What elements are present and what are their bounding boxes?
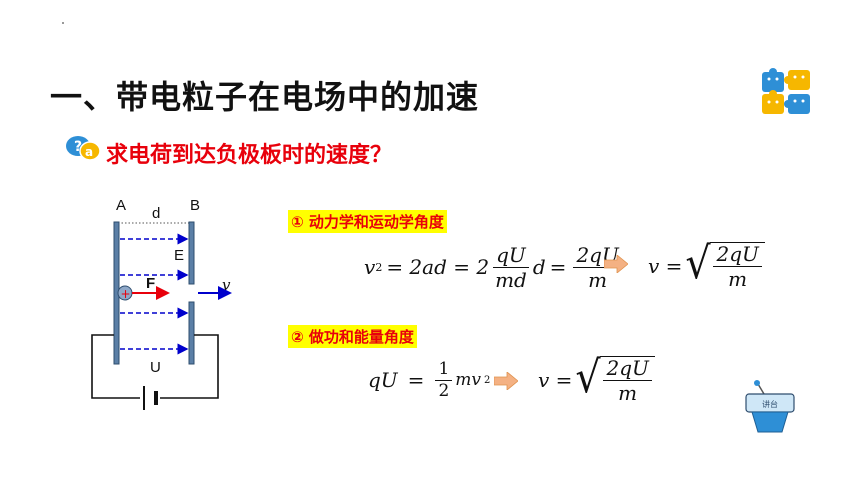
frac-num: 2qU bbox=[603, 357, 652, 381]
fraction-2qU-m: 2qU m bbox=[603, 357, 652, 405]
frac-den: m bbox=[618, 381, 638, 405]
fraction-2qU-m: 2qU m bbox=[713, 243, 762, 291]
method1-heading: ① 动力学和运动学角度 bbox=[288, 210, 447, 233]
capacitor-diagram: A B d E + F v U bbox=[91, 197, 232, 410]
plate-a-label: A bbox=[116, 197, 126, 214]
plate-b-lower bbox=[188, 301, 195, 365]
result-lhs: v = bbox=[538, 368, 573, 392]
frac-num: 1 bbox=[435, 360, 453, 381]
eq-qU: qU bbox=[368, 368, 398, 392]
svg-text:?: ? bbox=[74, 139, 82, 155]
frac-num: qU bbox=[493, 244, 529, 268]
frac-den: m bbox=[588, 267, 608, 292]
right-arrow-icon bbox=[494, 372, 518, 390]
method2-heading: ② 做功和能量角度 bbox=[288, 325, 417, 348]
eq-equals: = bbox=[549, 255, 567, 279]
plate-b-label: B bbox=[190, 197, 200, 214]
charge-sign: + bbox=[121, 287, 131, 301]
plate-b-upper bbox=[188, 221, 195, 285]
eq-mv: mv bbox=[455, 370, 481, 390]
podium-icon: 讲台 bbox=[745, 380, 795, 433]
circuit-wire bbox=[160, 334, 219, 399]
fraction-qU-md: qU md bbox=[492, 244, 530, 291]
eq-d: d bbox=[532, 255, 546, 279]
velocity-label: v bbox=[222, 276, 231, 294]
radical-sign: √ bbox=[575, 352, 602, 403]
method1-result: v = √ 2qU m bbox=[648, 236, 765, 296]
force-label: F bbox=[146, 275, 155, 292]
question-bubble-icon: ? a bbox=[66, 136, 101, 161]
fraction-1-2: 1 2 bbox=[435, 360, 453, 401]
sqrt: √ 2qU m bbox=[684, 238, 765, 291]
svg-text:讲台: 讲台 bbox=[762, 399, 778, 409]
eq-square: 2 bbox=[484, 374, 491, 386]
field-label: E bbox=[174, 247, 184, 264]
svg-text:a: a bbox=[85, 145, 93, 159]
page-title: 一、带电粒子在电场中的加速 bbox=[50, 78, 480, 116]
frac-den: 2 bbox=[438, 380, 450, 401]
question-text: 求电荷到达负极板时的速度？ bbox=[106, 143, 393, 168]
circuit-wire bbox=[91, 334, 140, 399]
right-arrow-icon bbox=[604, 255, 628, 273]
sqrt: √ 2qU m bbox=[574, 352, 655, 405]
eq-part1: = 2ad = 2 bbox=[386, 255, 490, 279]
gap-label: d bbox=[152, 205, 160, 222]
radical-body: 2qU m bbox=[600, 356, 655, 405]
frac-den: md bbox=[495, 267, 527, 292]
frac-num: 2qU bbox=[713, 243, 762, 267]
corner-dot bbox=[62, 22, 64, 24]
method2-result: v = √ 2qU m bbox=[538, 350, 655, 410]
radical-body: 2qU m bbox=[710, 242, 765, 291]
frac-den: m bbox=[728, 267, 748, 291]
radical-sign: √ bbox=[685, 238, 712, 289]
puzzle-icon bbox=[762, 68, 810, 114]
eq-v: v bbox=[364, 255, 376, 279]
voltage-label: U bbox=[150, 359, 161, 376]
eq-square: 2 bbox=[375, 260, 383, 274]
result-lhs: v = bbox=[648, 254, 683, 278]
eq-equals: = bbox=[407, 368, 425, 392]
